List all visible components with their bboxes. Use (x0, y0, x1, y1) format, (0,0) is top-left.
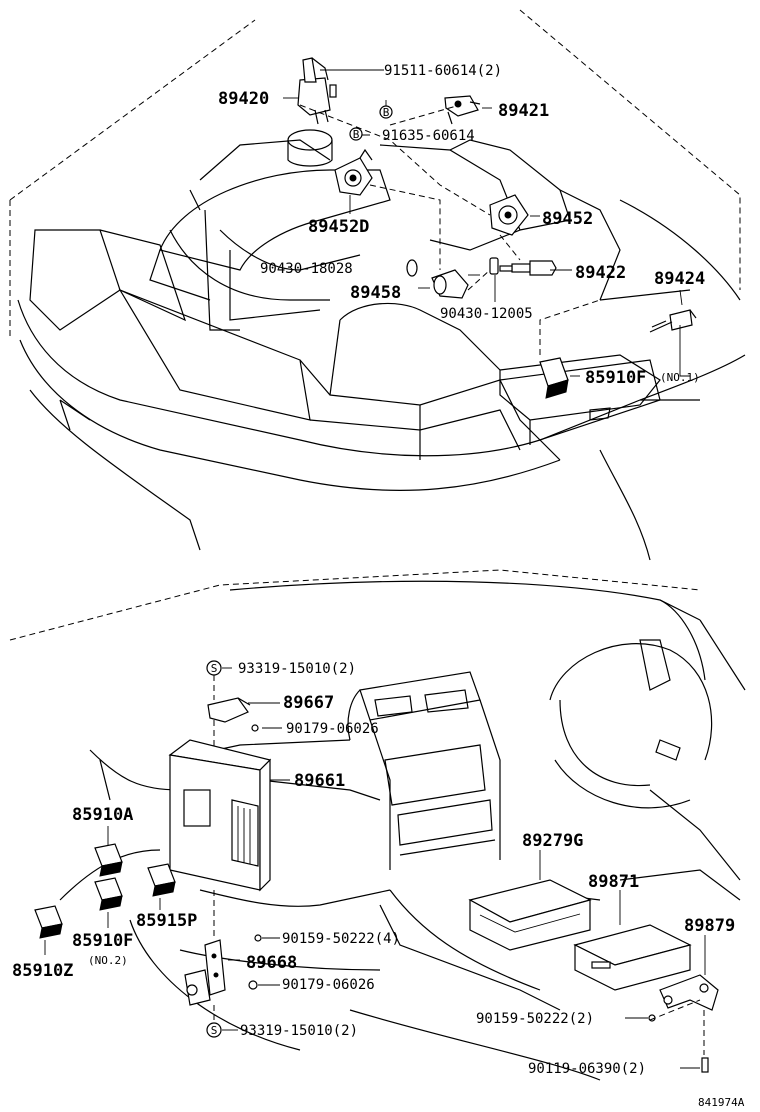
part-89452-sensor (489, 194, 529, 236)
bolt-90159-a (254, 934, 262, 942)
label-89667: 89667 (283, 693, 334, 713)
label-91511-60614: 91511-60614(2) (384, 63, 502, 79)
label-89661: 89661 (294, 771, 345, 791)
part-89879-bracket (659, 974, 719, 1011)
part-85910A-relay (94, 843, 123, 877)
s-marker-1: S (206, 660, 222, 676)
part-85910F-bottom-relay (94, 877, 123, 911)
label-85910Z: 85910Z (12, 961, 73, 981)
part-89458-sensor (431, 269, 469, 299)
part-89668-bracket (184, 939, 226, 1006)
label-85910F-top: 85910F (585, 368, 646, 388)
label-90179-06026-bottom: 90179-06026 (282, 977, 375, 993)
part-89420-sensor (297, 57, 337, 125)
label-89422: 89422 (575, 263, 626, 283)
label-90159-50222-4: 90159-50222(4) (282, 931, 400, 947)
bottom-leader-lines (44, 667, 706, 1069)
part-89422-sensor (499, 260, 557, 276)
part-90430-12005-gasket (489, 257, 499, 275)
label-no2: (NO.2) (88, 954, 128, 967)
bolt-90179-top (251, 724, 259, 732)
label-93319-15010-bottom: 93319-15010(2) (240, 1023, 358, 1039)
label-85910A: 85910A (72, 805, 133, 825)
label-90119-06390: 90119-06390(2) (528, 1061, 646, 1077)
part-89279G-tray (468, 879, 592, 951)
label-89871: 89871 (588, 872, 639, 892)
s-marker-1-text: S (211, 662, 218, 675)
label-90430-12005: 90430-12005 (440, 306, 533, 322)
diagram-id: 841974A (698, 1096, 745, 1109)
b-marker-1: B (379, 105, 393, 119)
bolt-90119 (701, 1057, 709, 1073)
part-89667-bracket (207, 697, 251, 723)
label-93319-15010-top: 93319-15010(2) (238, 661, 356, 677)
part-89452D-sensor (334, 148, 373, 196)
b-marker-2: B (349, 127, 363, 141)
label-no1: (NO.1) (660, 371, 700, 384)
label-89458: 89458 (350, 283, 401, 303)
part-85910F-top-relay (539, 357, 569, 399)
label-90430-18028: 90430-18028 (260, 261, 353, 277)
label-89879: 89879 (684, 916, 735, 936)
label-91635-60614: 91635-60614 (382, 128, 475, 144)
label-90179-06026-top: 90179-06026 (286, 721, 379, 737)
label-90159-50222-2: 90159-50222(2) (476, 1011, 594, 1027)
label-85910F-bottom: 85910F (72, 931, 133, 951)
bolt-90179-bottom (248, 980, 258, 990)
b-marker-1-text: B (383, 106, 390, 119)
part-85910Z-relay (34, 905, 63, 939)
label-89279G: 89279G (522, 831, 583, 851)
engine-bay-drawing (9, 9, 746, 561)
oring-90430-18028 (406, 259, 418, 277)
label-89424: 89424 (654, 269, 705, 289)
label-85915P: 85915P (136, 911, 197, 931)
label-89452: 89452 (542, 209, 593, 229)
label-89420: 89420 (218, 89, 269, 109)
b-marker-2-text: B (353, 128, 360, 141)
part-89424-sensor (649, 309, 697, 333)
label-89668: 89668 (246, 953, 297, 973)
label-89452D: 89452D (308, 217, 369, 237)
top-leader-lines (283, 69, 690, 377)
part-89661-ecu (168, 739, 272, 892)
part-89871-module (573, 924, 692, 991)
part-85915P-relay (147, 863, 176, 897)
label-89421: 89421 (498, 101, 549, 121)
s-marker-2-text: S (211, 1024, 218, 1037)
s-marker-2: S (206, 1022, 222, 1038)
part-89421-sensor (444, 95, 481, 125)
dashboard-drawing (9, 569, 746, 1081)
